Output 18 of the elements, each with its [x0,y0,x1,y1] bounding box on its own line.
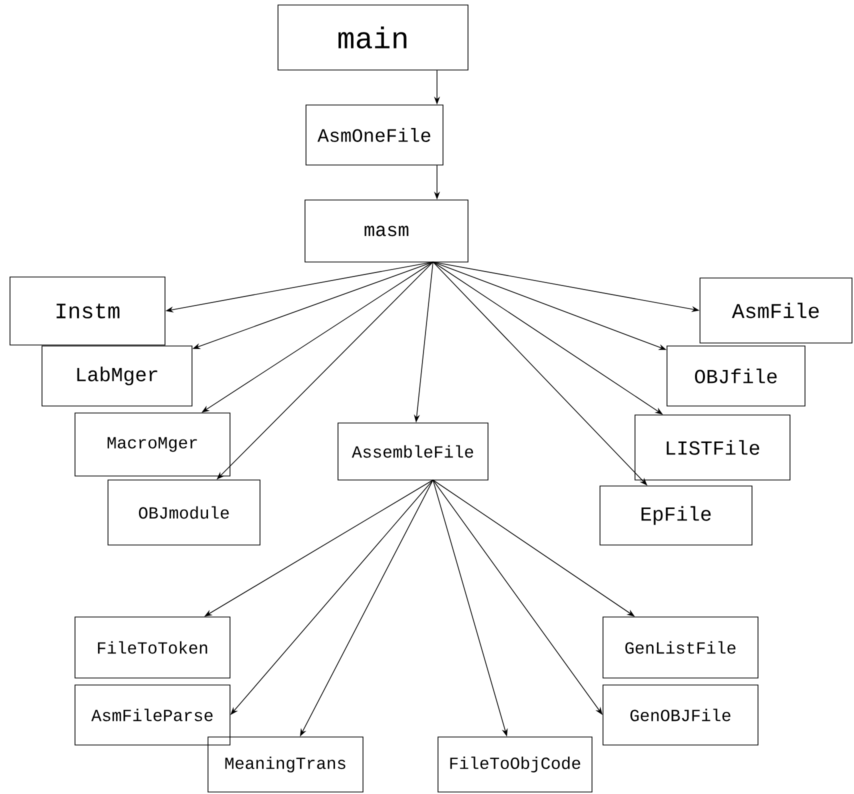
function-box: AsmFileParse [74,684,230,746]
function-box: FileToObjCode [438,736,592,792]
function-box: AsmOneFile [306,104,444,166]
function-box: LISTFile [634,414,790,480]
function-box: GenListFile [602,616,758,678]
function-box: OBJmodule [108,480,260,546]
function-box: MeaningTrans [208,736,364,792]
function-box: masm [304,200,468,262]
function-box: AsmFile [700,278,852,344]
function-box: MacroMger [74,412,230,476]
function-box: AssembleFile [338,422,488,480]
function-box: EpFile [600,486,752,546]
function-box: main [278,4,468,70]
function-box: Instm [10,276,166,346]
function-box: LabMger [42,346,192,406]
function-box: GenOBJFile [602,684,758,746]
function-box: OBJfile [666,346,806,406]
function-box: FileToToken [74,616,230,678]
